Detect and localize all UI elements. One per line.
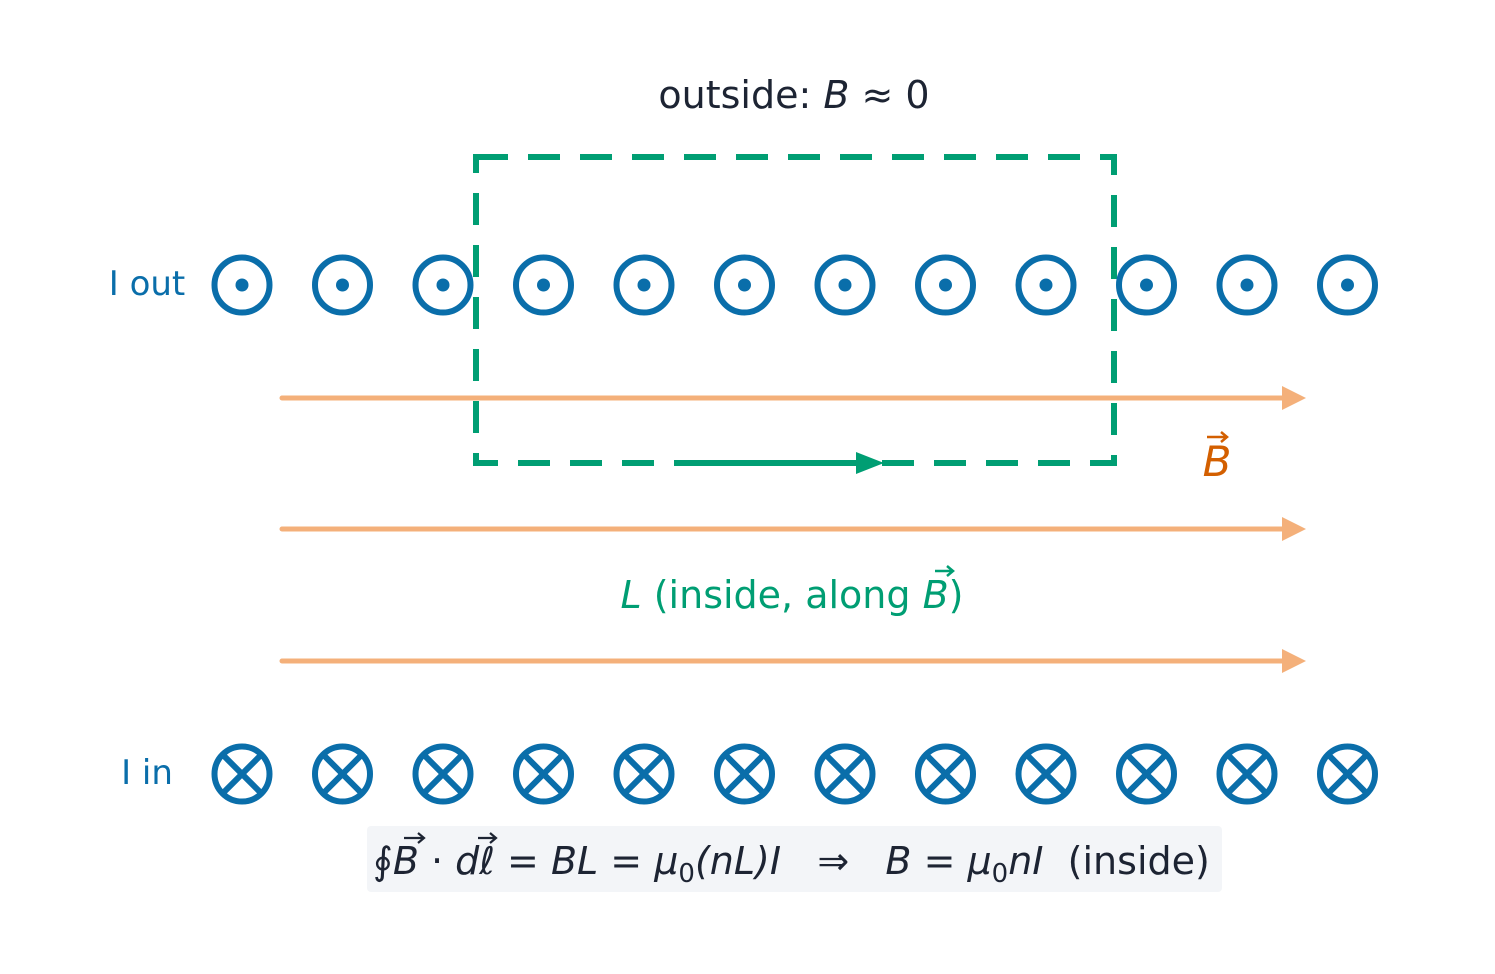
wire-in-cross-icon [211,743,273,805]
equation-background [367,826,1222,892]
wire-out-label: I out [109,264,186,304]
equation-text: ∮B · dℓ = BL = μ0(nL)I ⇒ B = μ0nI (insid… [373,839,1210,889]
wires-out-row [211,254,1378,316]
wire-out-dot-icon [915,254,976,316]
wire-in-label: I in [121,753,173,793]
b-field-letter: B [1203,437,1232,486]
wire-out-dot-icon [814,254,876,316]
wire-out-dot-icon [714,254,775,316]
field-arrowhead-1 [1282,386,1306,410]
equation-b-vector-arrow [404,832,426,844]
wire-out-dot-icon [1015,254,1077,316]
wires-in-row [211,743,1378,805]
loop-direction-arrowhead [856,452,884,474]
wire-out-dot-icon [1216,254,1278,316]
wire-in-cross-icon [513,743,574,805]
b-field-label: B [1203,431,1232,486]
field-arrowhead-3 [1282,649,1306,673]
wire-in-cross-icon [814,743,876,805]
wire-in-cross-icon [312,743,373,805]
wire-out-dot-icon [513,254,574,316]
loop-label-vector-arrow [935,565,955,577]
ampere-equation: ∮B · dℓ = BL = μ0(nL)I ⇒ B = μ0nI (insid… [367,826,1222,892]
wire-out-dot-icon [312,254,373,316]
equation-dl-vector-arrow [478,832,498,844]
wire-in-cross-icon [714,743,775,805]
loop-length-label: L (inside, along B) [620,565,964,617]
outside-label: outside: B ≈ 0 [658,73,929,117]
loop-rectangle [473,154,1117,466]
amperian-loop [473,154,1117,474]
field-lines [279,386,1306,673]
wire-in-cross-icon [613,743,675,805]
field-arrowhead-2 [1282,517,1306,541]
wire-in-cross-icon [1317,743,1378,805]
wire-in-cross-icon [412,743,474,805]
b-field-vector-arrow [1207,431,1229,443]
wire-out-dot-icon [613,254,675,316]
wire-out-dot-icon [1317,254,1378,316]
wire-in-cross-icon [1015,743,1077,805]
loop-length-text: L (inside, along B) [620,573,963,617]
wire-in-cross-icon [915,743,976,805]
wire-out-dot-icon [211,254,273,316]
wire-in-cross-icon [1216,743,1278,805]
wire-out-dot-icon [412,254,474,316]
wire-out-dot-icon [1116,254,1177,316]
wire-in-cross-icon [1116,743,1177,805]
